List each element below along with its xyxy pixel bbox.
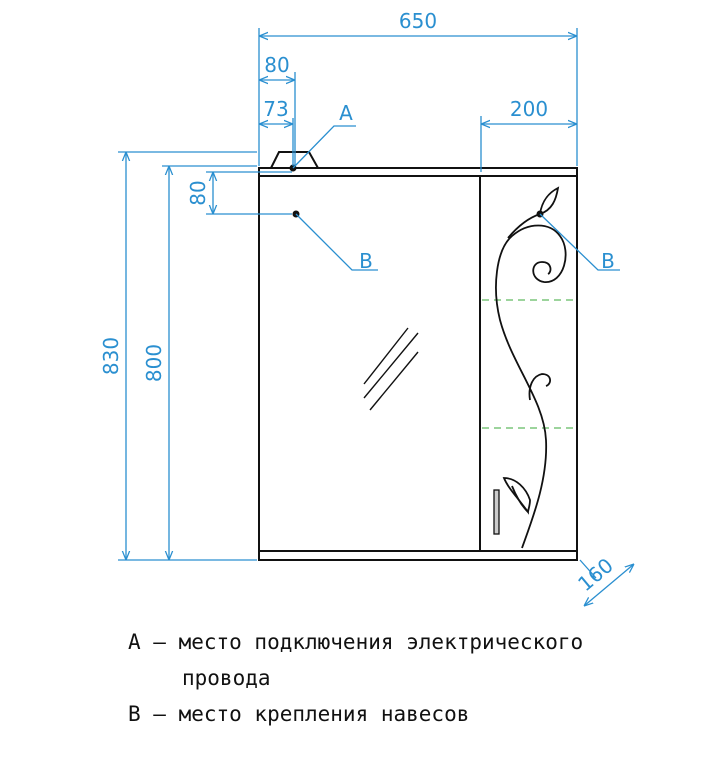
vine-ornament	[495, 186, 567, 549]
mirror-reflection	[363, 327, 419, 411]
dim-200: 200	[510, 97, 548, 121]
dim-80-top: 80	[264, 53, 289, 77]
marker-b-left-label: B	[359, 249, 373, 273]
cabinet-outline	[258, 151, 578, 561]
marker-b-right-label: B	[601, 249, 615, 273]
marker-a-label: A	[339, 101, 353, 125]
dim-line-160	[584, 564, 634, 606]
legend-a-continued: провода	[182, 666, 271, 690]
dim-650: 650	[399, 9, 437, 33]
shelves	[482, 299, 575, 429]
legend-a: A – место подключения электрического	[128, 630, 584, 654]
dim-800: 800	[142, 344, 166, 382]
legend-b: B – место крепления навесов	[128, 702, 470, 726]
dim-73: 73	[263, 97, 288, 121]
dim-830: 830	[99, 337, 123, 375]
right-door	[479, 175, 578, 552]
leader-b-right	[539, 213, 620, 271]
dim-160: 160	[573, 553, 618, 596]
door-handle	[493, 489, 500, 535]
dim-80-side: 80	[186, 180, 210, 205]
leader-b-left	[295, 213, 378, 271]
leader-a	[292, 125, 356, 169]
